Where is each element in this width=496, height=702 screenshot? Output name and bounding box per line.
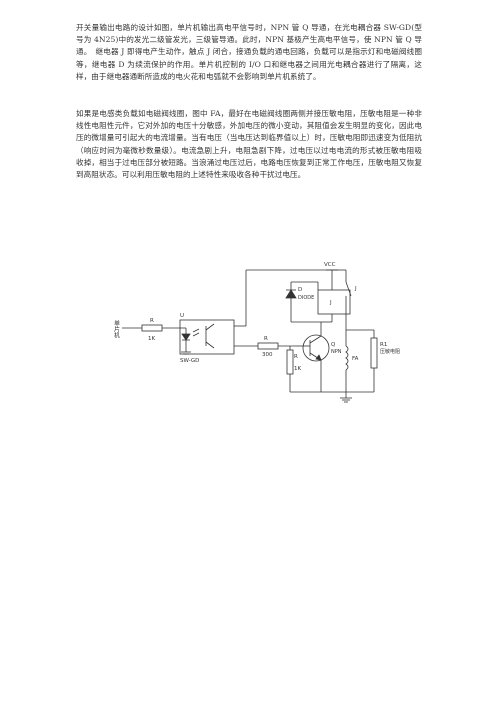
paragraph-varistor-description: 如果是电感类负载如电磁阀线圈，图中 FA，最好在电磁阀线圈两侧并接压敏电阻，压敏… <box>76 109 422 180</box>
label-r-base: R <box>264 336 268 342</box>
label-mcu: 单片机 <box>113 319 120 339</box>
label-vcc: VCC <box>324 262 336 268</box>
label-r-pulldown-value: 1K <box>294 366 301 372</box>
label-r-base-value: 300 <box>262 352 273 358</box>
label-relay-contact: J <box>354 286 357 292</box>
label-optocoupler-model: SW-GD <box>180 358 199 364</box>
label-transistor: Q <box>331 342 336 348</box>
label-varistor-type: 压敏电阻 <box>380 348 400 355</box>
label-diode: D <box>298 287 302 293</box>
label-diode-type: DIODE <box>298 295 314 301</box>
label-varistor: R1 <box>380 342 387 348</box>
label-r-in-value: 1K <box>148 336 155 342</box>
label-load: FA <box>352 356 359 362</box>
label-optocoupler: U <box>180 313 184 319</box>
label-transistor-type: NPN <box>331 349 342 355</box>
paragraph-circuit-description: 开关量输出电路的设计如图，单片机输出高电平信号时，NPN 管 Q 导通，在光电耦… <box>76 23 422 81</box>
label-r-pulldown: R <box>294 354 298 360</box>
label-relay-coil: J <box>329 300 332 306</box>
label-r-in: R <box>150 318 154 324</box>
